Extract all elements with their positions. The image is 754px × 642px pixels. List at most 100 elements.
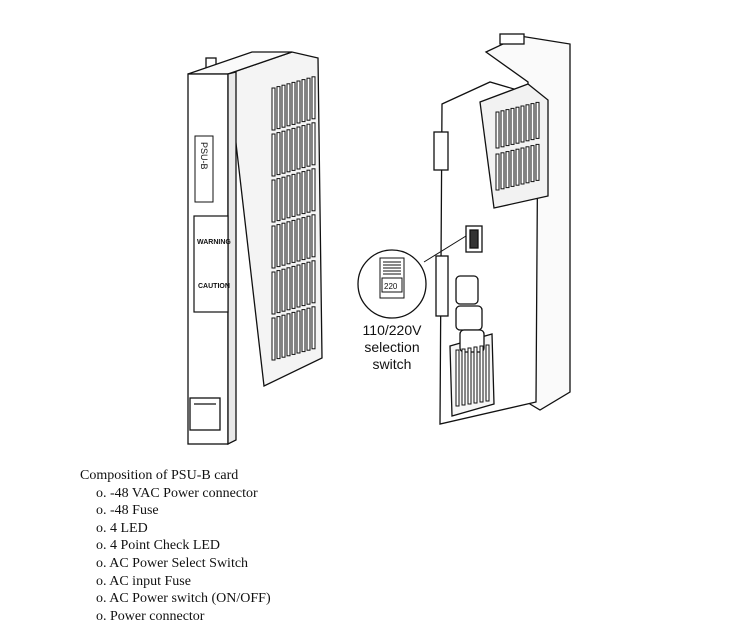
vent-slot: [291, 265, 296, 309]
vent-slot: [281, 222, 286, 266]
vent-slot: [271, 317, 276, 361]
vent-slot: [515, 148, 520, 186]
vent-slot: [271, 133, 276, 177]
vent-slot: [510, 149, 515, 187]
vent-slot: [276, 224, 281, 268]
vent-slot: [520, 147, 525, 185]
switch-value-text: 220: [384, 282, 398, 291]
composition-list: Composition of PSU-B card o. -48 VAC Pow…: [80, 467, 271, 625]
vent-slot: [296, 172, 301, 216]
vent-slot: [281, 176, 286, 220]
vent-slot: [311, 306, 316, 350]
vent-slot: [281, 268, 286, 312]
vent-slot: [286, 267, 291, 311]
front-card-edge: [227, 71, 237, 446]
vent-slot: [271, 87, 276, 131]
rear-card-fuse-3: [459, 329, 485, 353]
front-card-ventilation-slots: [271, 76, 316, 361]
list-item: o. AC Power Select Switch: [96, 555, 249, 571]
rear-card-ventilation-slots: [455, 101, 540, 407]
warning-caution-box: [193, 215, 229, 313]
vent-slot: [306, 307, 311, 351]
vent-slot: [281, 314, 286, 358]
list-item: o. AC Power switch (ON/OFF): [96, 591, 271, 607]
vent-slot: [271, 225, 276, 269]
vent-slot: [505, 109, 510, 147]
vent-slot: [525, 104, 530, 142]
vent-slot: [281, 130, 286, 174]
switch-detail-stripes: [383, 261, 401, 275]
caution-text: CAUTION: [198, 283, 230, 290]
vent-slot: [286, 175, 291, 219]
vent-slot: [296, 126, 301, 170]
vent-slot: [479, 345, 484, 403]
vent-slot: [306, 123, 311, 167]
vent-slot: [296, 264, 301, 308]
vent-slot: [505, 151, 510, 189]
rear-card-top-bracket: [499, 33, 525, 45]
vent-slot: [291, 127, 296, 171]
rear-card-fuse-2: [455, 305, 483, 331]
callout-text-line1: 110/220V: [363, 322, 423, 338]
callout-leader-line: [423, 235, 467, 263]
vent-slot: [306, 261, 311, 305]
vent-slot: [276, 86, 281, 130]
vent-slot: [286, 313, 291, 357]
vent-slot: [311, 168, 316, 212]
vent-slot: [291, 81, 296, 125]
vent-slot: [286, 129, 291, 173]
vent-slot: [495, 111, 500, 149]
vent-slot: [301, 309, 306, 353]
vent-slot: [291, 173, 296, 217]
callout-text-line2: selection: [364, 339, 419, 355]
list-item: o. 4 LED: [96, 520, 148, 536]
vent-slot: [311, 214, 316, 258]
vent-slot: [291, 219, 296, 263]
vent-slot: [291, 311, 296, 355]
warning-text: WARNING: [197, 239, 231, 246]
vent-slot: [276, 270, 281, 314]
vent-slot: [301, 217, 306, 261]
vent-slot: [530, 103, 535, 141]
callout-text-line3: switch: [373, 356, 412, 372]
psu-b-card-illustration: PSU-B WARNING CAUTION: [187, 33, 571, 446]
rear-card-fuse-1: [455, 275, 479, 305]
list-item: o. Power connector: [96, 608, 205, 624]
vent-slot: [301, 125, 306, 169]
vent-slot: [296, 218, 301, 262]
vent-slot: [271, 271, 276, 315]
vent-slot: [467, 347, 472, 405]
vent-slot: [473, 346, 478, 404]
vent-slot: [286, 83, 291, 127]
vent-slot: [276, 132, 281, 176]
vent-slot: [311, 76, 316, 120]
vent-slot: [306, 215, 311, 259]
vent-slot: [455, 349, 460, 407]
vent-slot: [311, 260, 316, 304]
vent-slot: [515, 106, 520, 144]
list-item: o. 4 Point Check LED: [96, 538, 221, 554]
vent-slot: [306, 169, 311, 213]
front-card-bottom-latch: [189, 397, 221, 431]
vent-slot: [500, 152, 505, 190]
rear-card-top-connector: [433, 131, 449, 171]
vent-slot: [525, 146, 530, 184]
vent-slot: [281, 84, 286, 128]
vent-slot: [301, 79, 306, 123]
vent-slot: [276, 316, 281, 360]
rear-card-edge-connector: [435, 255, 449, 317]
model-label-text: PSU-B: [199, 142, 209, 170]
vent-slot: [495, 153, 500, 191]
list-item: o. -48 Fuse: [96, 503, 159, 519]
vent-slot: [500, 110, 505, 148]
vent-slot: [535, 101, 540, 139]
vent-slot: [306, 77, 311, 121]
vent-slot: [535, 143, 540, 181]
list-item: o. AC input Fuse: [96, 573, 191, 589]
vent-slot: [530, 145, 535, 183]
vent-slot: [311, 122, 316, 166]
vent-slot: [296, 310, 301, 354]
vent-slot: [510, 107, 515, 145]
list-item: o. -48 VAC Power connector: [96, 485, 258, 501]
vent-slot: [286, 221, 291, 265]
